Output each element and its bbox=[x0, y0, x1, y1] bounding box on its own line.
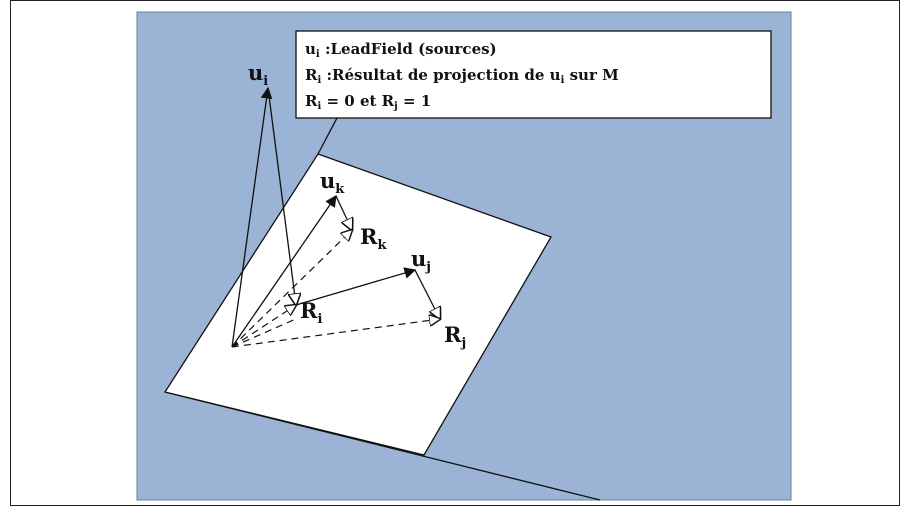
vector-u-k-to-r-k bbox=[335, 195, 352, 230]
legend-line-values: Ri = 0 et Rj = 1 bbox=[305, 92, 431, 112]
label-u-i: ui bbox=[248, 60, 268, 89]
label-u-j: uj bbox=[411, 246, 431, 275]
label-r-k: Rk bbox=[360, 224, 387, 253]
vector-u-k bbox=[231, 195, 337, 348]
legend-box: ui :LeadField (sources) Ri :Résultat de … bbox=[295, 30, 772, 119]
label-r-i: Ri bbox=[300, 298, 322, 327]
vector-r-i-to-u-j bbox=[295, 267, 417, 306]
projection-r-i bbox=[231, 305, 296, 348]
projection-plane-m bbox=[163, 153, 552, 456]
label-r-j: Rj bbox=[444, 322, 466, 351]
vector-u-i-to-r-i bbox=[267, 87, 296, 305]
legend-connector-line bbox=[317, 117, 338, 155]
label-u-k: uk bbox=[320, 168, 345, 197]
projection-r-i-alt bbox=[231, 317, 299, 348]
vector-u-i bbox=[231, 86, 273, 348]
legend-line-leadfield: ui :LeadField (sources) bbox=[305, 40, 497, 60]
projection-r-j bbox=[231, 319, 440, 348]
vector-u-j-to-r-j bbox=[414, 269, 440, 319]
projection-r-k bbox=[231, 230, 352, 348]
legend-line-resultat: Ri :Résultat de projection de ui sur M bbox=[305, 66, 619, 86]
